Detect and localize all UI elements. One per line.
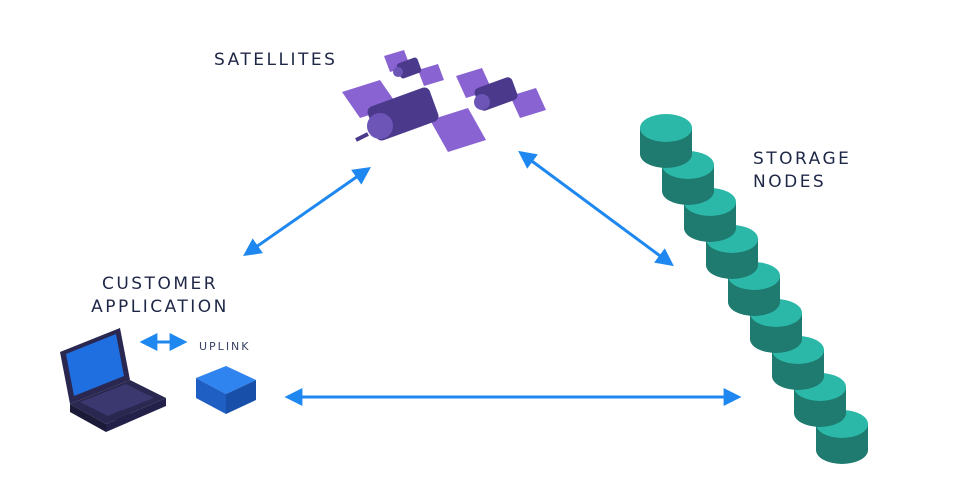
customer-application-label-line2: APPLICATION <box>91 297 229 317</box>
arrow-satellites-storage <box>518 150 674 267</box>
laptop-icon <box>60 328 166 432</box>
uplink-label: UPLINK <box>199 340 251 353</box>
storage-node-icon <box>640 114 692 168</box>
storage-nodes-stack <box>640 114 868 464</box>
satellite-large-icon <box>342 80 486 152</box>
storage-nodes-label-line1: STORAGE <box>753 149 852 169</box>
storage-nodes-label-line2: NODES <box>753 172 827 192</box>
arrow-satellites-customer <box>243 166 371 257</box>
uplink-device-icon <box>196 366 256 414</box>
storage-node-icon <box>706 225 758 279</box>
satellite-medium-icon <box>456 68 546 118</box>
satellite-small-icon <box>384 50 444 86</box>
satellites-label: SATELLITES <box>214 50 338 70</box>
customer-application-label-line1: CUSTOMER <box>101 274 219 294</box>
